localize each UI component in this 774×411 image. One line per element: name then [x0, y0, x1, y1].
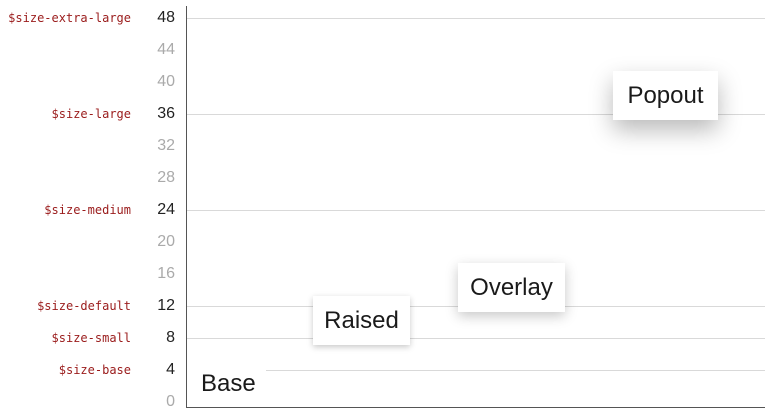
- size-variable-label: $size-base: [58, 363, 131, 377]
- tick-label-48: 48: [157, 9, 175, 26]
- gridline-8: [187, 338, 765, 339]
- gridline-24: [187, 210, 765, 211]
- card-label-base: Base: [201, 370, 256, 397]
- elevation-card-popout: Popout: [613, 71, 718, 120]
- tick-label-12: 12: [157, 297, 175, 314]
- tick-label-28: 28: [157, 169, 175, 186]
- tick-label-32: 32: [157, 137, 175, 154]
- tick-label-20: 20: [157, 233, 175, 250]
- size-variable-label: $size-large: [51, 107, 131, 121]
- size-variable-label: $size-medium: [44, 203, 131, 217]
- size-variable-label: $size-small: [51, 331, 131, 345]
- x-axis-line: [186, 407, 765, 408]
- elevation-card-overlay: Overlay: [458, 263, 565, 312]
- tick-label-4: 4: [166, 361, 175, 378]
- gridline-48: [187, 18, 765, 19]
- size-variable-label: $size-extra-large: [8, 11, 131, 25]
- tick-label-16: 16: [157, 265, 175, 282]
- tick-label-8: 8: [166, 329, 175, 346]
- tick-label-40: 40: [157, 73, 175, 90]
- gridline-4: [266, 370, 765, 371]
- gridline-36: [187, 114, 765, 115]
- card-label-overlay: Overlay: [470, 273, 553, 301]
- tick-label-0: 0: [166, 393, 175, 410]
- card-label-popout: Popout: [627, 81, 704, 109]
- card-label-raised: Raised: [324, 306, 399, 334]
- elevation-card-raised: Raised: [313, 296, 410, 345]
- elevation-card-base: Base: [193, 364, 263, 404]
- tick-label-44: 44: [157, 41, 175, 58]
- tick-label-24: 24: [157, 201, 175, 218]
- tick-label-36: 36: [157, 105, 175, 122]
- size-variable-label: $size-default: [37, 299, 131, 313]
- y-axis-line: [186, 6, 187, 408]
